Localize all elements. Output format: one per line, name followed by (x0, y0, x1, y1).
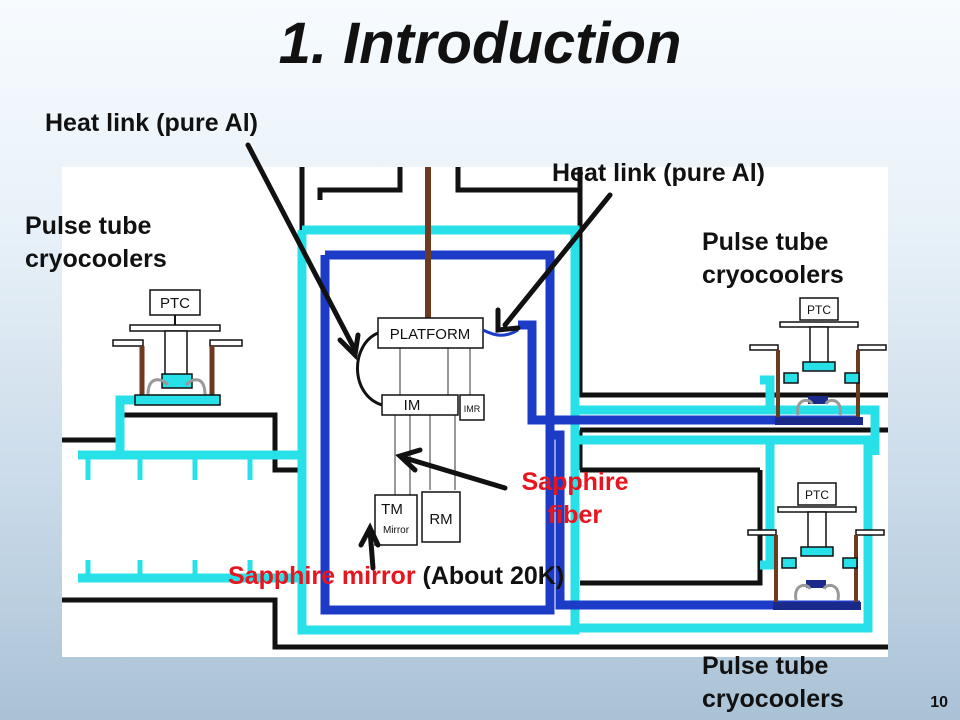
label-ptc-bottom: Pulse tube cryocoolers (702, 652, 844, 713)
svg-text:PLATFORM: PLATFORM (390, 326, 471, 343)
label-about-temp: (About 20K) (415, 562, 565, 590)
svg-text:PTC: PTC (807, 303, 831, 317)
label-sapphire-mirror-line: Sapphire mirror (About 20K) (228, 560, 564, 593)
label-sapphire-mirror: Sapphire mirror (228, 562, 416, 590)
ptc-right-bottom: PTC (747, 482, 885, 610)
svg-text:PTC: PTC (805, 488, 829, 502)
label-sapphire-fiber: Sapphire fiber (521, 468, 629, 529)
heat-link-left (356, 331, 383, 407)
svg-text:IM: IM (404, 397, 421, 414)
svg-text:RM: RM (429, 511, 452, 528)
page-number: 10 (930, 694, 948, 711)
callout-arrows (245, 142, 613, 571)
label-heat-link-left: Heat link (pure Al) (45, 109, 258, 137)
svg-text:IMR: IMR (464, 404, 481, 414)
cyan-fins (85, 455, 253, 578)
heat-link-right (482, 328, 519, 337)
svg-text:TM: TM (381, 501, 403, 518)
rm-box: RM (421, 491, 461, 543)
platform-box: PLATFORM (377, 317, 484, 349)
svg-text:PTC: PTC (160, 295, 190, 312)
tm-box: TM Mirror (374, 494, 418, 546)
svg-text:Mirror: Mirror (383, 525, 410, 536)
ptc-left: PTC (112, 289, 243, 406)
imr-box: IMR (459, 394, 485, 421)
slide-title: 1. Introduction (278, 11, 682, 76)
ptc-right-top: PTC (749, 297, 887, 425)
label-ptc-left: Pulse tube cryocoolers (25, 212, 167, 273)
im-box: IM (381, 394, 459, 416)
label-heat-link-right: Heat link (pure Al) (552, 159, 765, 187)
blue-shield (320, 250, 860, 615)
label-ptc-right: Pulse tube cryocoolers (702, 228, 844, 289)
